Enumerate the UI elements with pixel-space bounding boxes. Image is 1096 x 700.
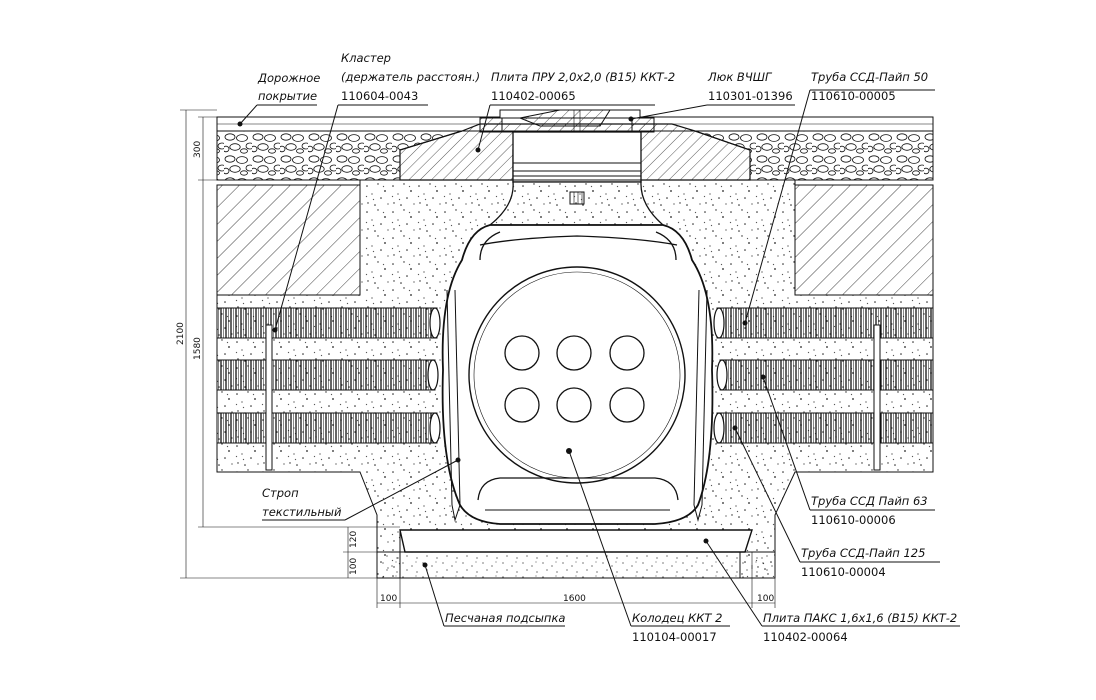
label-sling-1: Строп — [262, 486, 299, 500]
label-sling-2: текстильный — [262, 505, 342, 519]
label-well-1: Колодец ККТ 2 — [632, 611, 722, 625]
label-pipe-125-1: Труба ССД-Пайп 125 — [801, 546, 925, 560]
label-hatch-code: 110301-01396 — [708, 89, 793, 103]
dim-bottom-middle: 1600 — [563, 594, 586, 604]
dim-pipe-zone: 1580 — [193, 337, 203, 360]
label-cluster-1: Кластер — [341, 51, 391, 65]
label-sand-bed: Песчаная подсыпка — [445, 611, 565, 625]
dim-bottom-right: 100 — [757, 594, 774, 604]
label-road-surface-1: Дорожное — [257, 71, 320, 85]
labels: Дорожное покрытие Кластер (держатель рас… — [257, 51, 957, 644]
paks-plate — [399, 529, 753, 553]
label-pipe-125-code: 110610-00004 — [801, 565, 886, 579]
label-well-code: 110104-00017 — [632, 630, 717, 644]
label-hatch-1: Люк ВЧШГ — [707, 70, 773, 84]
label-road-surface-2: покрытие — [258, 89, 317, 103]
dim-bottom-left: 100 — [380, 594, 397, 604]
dimension-texts: 2100 1580 300 120 100 100 1600 100 — [176, 141, 774, 604]
label-pipe-63-code: 110610-00006 — [811, 513, 896, 527]
label-cluster-code: 110604-0043 — [341, 89, 418, 103]
label-plate-pru-code: 110402-00065 — [491, 89, 576, 103]
label-pipe-63-1: Труба ССД Пайп 63 — [811, 494, 928, 508]
dim-top-layer: 300 — [193, 141, 203, 158]
pipe-group-left — [216, 307, 441, 471]
dimension-lines — [180, 109, 776, 608]
pipe-group-right — [713, 307, 934, 471]
label-cluster-2: (держатель расстоян.) — [341, 70, 480, 84]
label-pipe-50-1: Труба ССД-Пайп 50 — [811, 70, 928, 84]
dim-sand: 100 — [349, 558, 359, 575]
sand-bed — [376, 551, 776, 579]
soil-blocks — [216, 184, 934, 296]
label-pipe-50-code: 110610-00005 — [811, 89, 896, 103]
label-plate-paks-code: 110402-00064 — [763, 630, 848, 644]
well-body — [441, 224, 714, 525]
label-plate-paks-1: Плита ПАКС 1,6х1,6 (В15) ККТ-2 — [763, 611, 957, 625]
gravel-layer — [216, 130, 934, 181]
dim-total-height: 2100 — [176, 322, 186, 345]
label-plate-pru-1: Плита ПРУ 2,0х2,0 (В15) ККТ-2 — [491, 70, 675, 84]
leader-lines — [237, 89, 960, 627]
dim-plate: 120 — [349, 531, 359, 548]
